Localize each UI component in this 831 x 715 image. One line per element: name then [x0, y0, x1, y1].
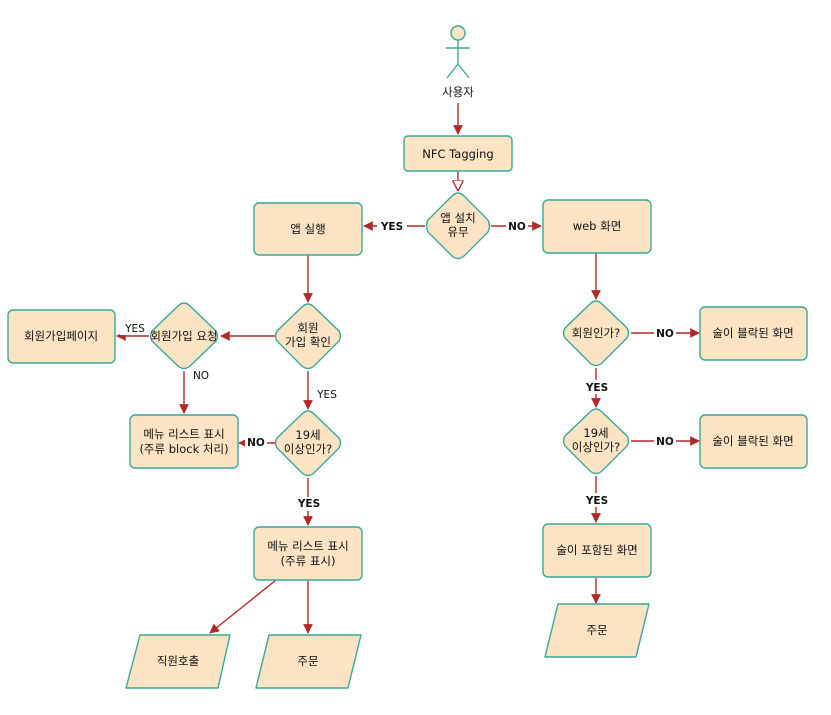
svg-text:주문: 주문 — [586, 623, 607, 637]
label-yes-adultright: YES — [585, 382, 608, 394]
node-signup-page[interactable]: 회원가입페이지 — [7, 309, 116, 364]
edge-menualcohol-callstaff — [209, 579, 277, 634]
node-with-alcohol-screen[interactable]: 술이 포함된 화면 — [542, 523, 652, 578]
node-order-left[interactable]: 주문 — [255, 634, 362, 689]
svg-text:메뉴 리스트 표시: 메뉴 리스트 표시 — [267, 539, 348, 553]
label-no-blurred1: NO — [656, 328, 674, 340]
node-menu-with-alcohol[interactable]: 메뉴 리스트 표시 (주류 표시) — [253, 526, 363, 581]
node-blurred-screen-1[interactable]: 술이 블락된 화면 — [699, 306, 808, 361]
node-is-member-decision[interactable]: 회원인가? — [562, 300, 630, 367]
node-call-staff[interactable]: 직원호출 — [125, 634, 231, 689]
svg-text:술이 블락된 화면: 술이 블락된 화면 — [712, 434, 793, 448]
svg-text:앱 실행: 앱 실행 — [290, 222, 325, 236]
node-menu-blocked[interactable]: 메뉴 리스트 표시 (주류 block 처리) — [129, 414, 239, 469]
svg-text:web 화면: web 화면 — [573, 219, 622, 233]
label-yes-withalcohol: YES — [585, 495, 608, 507]
svg-text:이상인가?: 이상인가? — [572, 440, 620, 454]
svg-text:회원가입페이지: 회원가입페이지 — [24, 329, 98, 343]
svg-text:NFC Tagging: NFC Tagging — [422, 147, 493, 161]
node-app-run[interactable]: 앱 실행 — [253, 202, 363, 256]
actor-figure — [446, 25, 470, 79]
svg-text:가입 확인: 가입 확인 — [285, 335, 331, 349]
label-no-web: NO — [508, 221, 526, 233]
svg-text:메뉴 리스트 표시: 메뉴 리스트 표시 — [143, 427, 224, 441]
node-adult-check-left-decision[interactable]: 19세 이상인가? — [274, 410, 342, 477]
label-yes-apprun: YES — [380, 221, 403, 233]
label-yes-menualcohol: YES — [297, 498, 320, 510]
node-adult-check-right-decision[interactable]: 19세 이상인가? — [562, 408, 630, 475]
node-web-screen[interactable]: web 화면 — [542, 199, 652, 254]
svg-text:앱 설치: 앱 설치 — [440, 211, 475, 225]
svg-text:회원인가?: 회원인가? — [572, 326, 620, 340]
svg-text:술이 블락된 화면: 술이 블락된 화면 — [712, 326, 793, 340]
label-no-menublocked: NO — [193, 370, 209, 382]
node-signup-request-decision[interactable]: 회원가입 요청 — [149, 302, 219, 370]
svg-text:19세: 19세 — [583, 426, 608, 440]
svg-text:(주류 표시): (주류 표시) — [281, 554, 336, 568]
svg-text:주문: 주문 — [297, 654, 318, 668]
svg-text:회원가입 요청: 회원가입 요청 — [150, 329, 217, 343]
edge-labels: YES NO YES NO YES NO YES NO YES NO YES — [120, 219, 676, 511]
svg-text:(주류 block 처리): (주류 block 처리) — [139, 442, 228, 456]
node-blurred-screen-2[interactable]: 술이 블락된 화면 — [699, 414, 808, 469]
svg-text:회원: 회원 — [297, 321, 318, 335]
node-member-check-decision[interactable]: 회원 가입 확인 — [274, 303, 342, 370]
node-order-right[interactable]: 주문 — [544, 603, 650, 658]
svg-text:술이 포함된 화면: 술이 포함된 화면 — [556, 543, 637, 557]
svg-text:직원호출: 직원호출 — [157, 654, 199, 668]
label-no-blurred2: NO — [656, 436, 674, 448]
actor-label: 사용자 — [442, 85, 474, 99]
label-no-adultleft: NO — [247, 437, 265, 449]
svg-text:이상인가?: 이상인가? — [284, 442, 332, 456]
node-nfc-tagging[interactable]: NFC Tagging — [403, 135, 513, 172]
node-app-installed-decision[interactable]: 앱 설치 유무 — [425, 192, 491, 260]
label-yes-adultleft: YES — [316, 389, 337, 401]
label-yes-signuppage: YES — [124, 323, 145, 335]
svg-text:19세: 19세 — [295, 428, 320, 442]
svg-text:유무: 유무 — [447, 225, 468, 239]
